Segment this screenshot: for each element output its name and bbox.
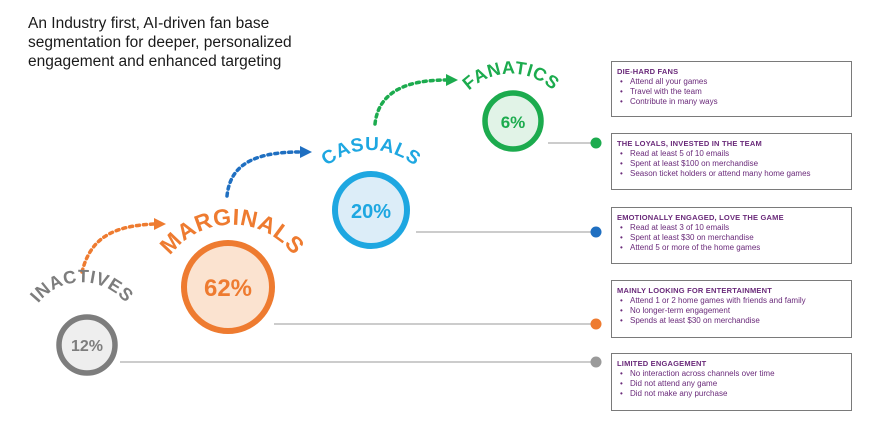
- box-item: No longer-term engagement: [617, 306, 847, 316]
- segment-circle-casuals: [332, 171, 410, 249]
- headline: An Industry first, AI-driven fan base se…: [28, 14, 358, 71]
- box-title: DIE-HARD FANS: [617, 67, 679, 76]
- headline-line-3: engagement and enhanced targeting: [28, 53, 282, 70]
- headline-line-1: An Industry first, AI-driven fan base: [28, 15, 270, 32]
- segment-percent-inactives: 12%: [71, 338, 103, 355]
- box-item: Did not make any purchase: [617, 389, 847, 399]
- arrow-inactives-to-marginals: [80, 218, 166, 274]
- segment-circle-fanatics: [482, 90, 544, 152]
- box-limited-engagement: LIMITED ENGAGEMENT No interaction across…: [611, 353, 852, 411]
- box-item: Attend 1 or 2 home games with friends an…: [617, 296, 847, 306]
- segment-circle-marginals: [181, 240, 275, 334]
- box-item: Did not attend any game: [617, 379, 847, 389]
- box-item: Spends at least $30 on merchandise: [617, 316, 847, 326]
- box-list: No interaction across channels over time…: [617, 369, 847, 399]
- box-list: Attend 1 or 2 home games with friends an…: [617, 296, 847, 326]
- segment-inactives: 12% INACTIVES: [26, 266, 137, 376]
- connector-dot-fanatics: [590, 137, 602, 149]
- segment-percent-casuals: 20%: [351, 201, 391, 223]
- connector-dot-inactives: [590, 356, 602, 368]
- connector-dot-marginals: [590, 318, 602, 330]
- connector-dot-casuals: [590, 226, 602, 238]
- box-list: Attend all your games Travel with the te…: [617, 77, 847, 107]
- box-item: No interaction across channels over time: [617, 369, 847, 379]
- box-title: MAINLY LOOKING FOR ENTERTAINMENT: [617, 286, 773, 295]
- segment-name-inactives: INACTIVES: [26, 266, 137, 306]
- box-item: Read at least 3 of 10 emails: [617, 223, 847, 233]
- box-item: Attend 5 or more of the home games: [617, 243, 847, 253]
- box-title: LIMITED ENGAGEMENT: [617, 359, 707, 368]
- arrow-marginals-to-casuals: [225, 146, 312, 198]
- box-title: THE LOYALS, INVESTED IN THE TEAM: [617, 139, 762, 148]
- box-mainly-entertainment: MAINLY LOOKING FOR ENTERTAINMENT Attend …: [611, 280, 852, 338]
- box-die-hard-fans: DIE-HARD FANS Attend all your games Trav…: [611, 61, 852, 117]
- headline-line-2: segmentation for deeper, personalized: [28, 34, 292, 51]
- box-item: Spent at least $100 on merchandise: [617, 159, 847, 169]
- segment-fanatics: 6% FANATICS: [459, 57, 564, 152]
- box-list: Read at least 3 of 10 emails Spent at le…: [617, 223, 847, 253]
- segment-marginals: 62% MARGINALS: [154, 203, 309, 334]
- segment-percent-fanatics: 6%: [501, 113, 526, 132]
- box-item: Attend all your games: [617, 77, 847, 87]
- box-item: Travel with the team: [617, 87, 847, 97]
- arrow-casuals-to-fanatics: [373, 74, 458, 126]
- box-list: Read at least 5 of 10 emails Spent at le…: [617, 149, 847, 179]
- box-the-loyals: THE LOYALS, INVESTED IN THE TEAM Read at…: [611, 133, 852, 190]
- box-title: EMOTIONALLY ENGAGED, LOVE THE GAME: [617, 213, 784, 222]
- box-emotionally-engaged: EMOTIONALLY ENGAGED, LOVE THE GAME Read …: [611, 207, 852, 264]
- segment-circle-inactives: [56, 314, 118, 376]
- box-item: Contribute in many ways: [617, 97, 847, 107]
- segment-casuals: 20% CASUALS: [318, 134, 424, 249]
- segment-name-fanatics: FANATICS: [459, 57, 564, 93]
- box-item: Spent at least $30 on merchandise: [617, 233, 847, 243]
- segment-name-casuals: CASUALS: [318, 134, 424, 170]
- box-item: Read at least 5 of 10 emails: [617, 149, 847, 159]
- box-item: Season ticket holders or attend many hom…: [617, 169, 847, 179]
- segment-percent-marginals: 62%: [204, 275, 252, 302]
